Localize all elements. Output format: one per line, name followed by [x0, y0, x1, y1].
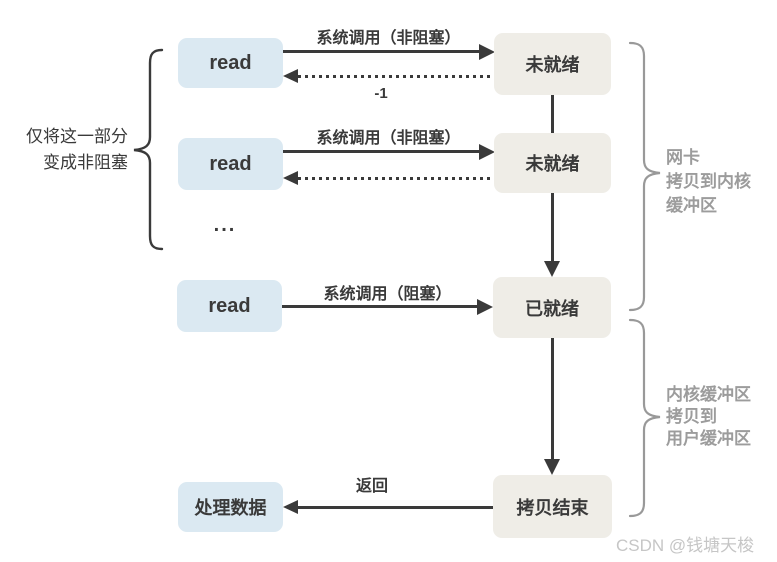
syscall-arrow-1-line — [283, 50, 479, 53]
syscall-arrow-2-head — [479, 144, 495, 160]
result-dotted-arrow-2-line — [298, 177, 494, 180]
syscall-arrow-2-line — [283, 150, 479, 153]
return-label: 返回 — [355, 478, 388, 495]
nic-brace-label-line1: 网卡 — [666, 148, 700, 167]
syscall-arrow-1-head — [479, 44, 495, 60]
kernel-brace-label-line2: 拷贝到 — [666, 407, 717, 426]
kernel-brace-label-line3: 用户缓冲区 — [666, 429, 751, 448]
read-box-3: read — [177, 280, 282, 332]
left-annotation-line1: 仅将这一部分 — [26, 127, 128, 146]
return-arrow-line — [298, 506, 493, 509]
state-connector-line — [551, 95, 554, 133]
minus-one-label: -1 — [374, 85, 388, 102]
syscall-label-1: 系统调用（非阻塞） — [316, 30, 461, 47]
state-arrow-down-1-line — [551, 193, 554, 261]
read-box-1: read — [178, 38, 283, 88]
left-annotation: 仅将这一部分 变成非阻塞 — [6, 124, 128, 176]
not-ready-box-2: 未就绪 — [494, 133, 611, 193]
kernel-brace-label: 内核缓冲区 拷贝到 用户缓冲区 — [666, 384, 751, 450]
result-dotted-arrow-1-line — [298, 75, 494, 78]
syscall-arrow-3-line — [282, 305, 477, 308]
nic-brace-label-line3: 缓冲区 — [666, 196, 717, 215]
ready-box: 已就绪 — [493, 277, 611, 338]
state-arrow-down-2-line — [551, 338, 554, 459]
kernel-brace — [628, 318, 661, 518]
result-dotted-arrow-2-head — [283, 171, 298, 185]
kernel-brace-label-line1: 内核缓冲区 — [666, 385, 751, 404]
return-arrow-head — [283, 500, 298, 514]
left-annotation-line2: 变成非阻塞 — [43, 153, 128, 172]
syscall-label-2: 系统调用（非阻塞） — [316, 130, 461, 147]
state-arrow-down-2-head — [544, 459, 560, 475]
left-brace — [133, 48, 164, 251]
state-arrow-down-1-head — [544, 261, 560, 277]
result-dotted-arrow-1-head — [283, 69, 298, 83]
process-data-box: 处理数据 — [178, 482, 283, 532]
watermark: CSDN @钱塘天梭 — [616, 536, 755, 555]
nic-brace-label-line2: 拷贝到内核 — [666, 172, 751, 191]
ellipsis-label: ... — [213, 214, 237, 236]
nic-brace — [628, 41, 661, 312]
nic-brace-label: 网卡 拷贝到内核 缓冲区 — [666, 146, 751, 218]
copy-done-box: 拷贝结束 — [493, 475, 612, 538]
not-ready-box-1: 未就绪 — [494, 33, 611, 95]
read-box-2: read — [178, 138, 283, 190]
syscall-arrow-3-head — [477, 299, 493, 315]
syscall-label-3: 系统调用（阻塞） — [323, 286, 452, 303]
